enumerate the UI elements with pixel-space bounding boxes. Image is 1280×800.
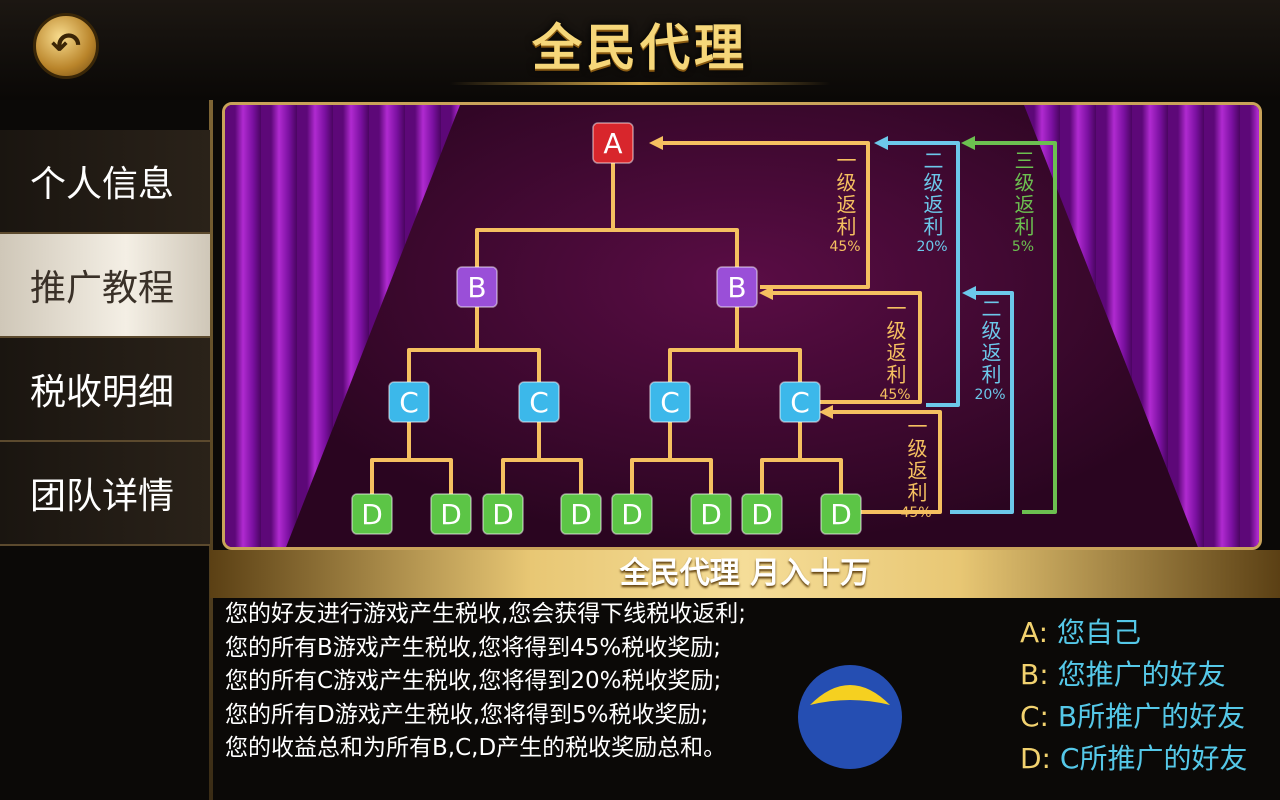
arrowhead-icon (962, 286, 976, 300)
header: ↶ 全民代理 (0, 0, 1280, 100)
node-c-label: C (790, 386, 810, 419)
node-d (351, 493, 393, 535)
divider (209, 100, 213, 800)
legend-item: C: B所推广的好友 (1020, 700, 1246, 733)
back-arrow-icon: ↶ (50, 25, 82, 67)
sidebar-item-label: 推广教程 (30, 268, 175, 309)
node-d (611, 493, 653, 535)
banner: 全民代理 月入十万 (210, 550, 1280, 598)
node-d-label: D (751, 498, 773, 531)
description-line: 您的所有C游戏产生税收,您将得到20%税收奖励; (225, 668, 722, 694)
description-line: 您的好友进行游戏产生税收,您会获得下线税收返利; (225, 601, 747, 627)
node-d-label: D (700, 498, 722, 531)
node-d-label: D (570, 498, 592, 531)
rebate-arrow-line (880, 141, 960, 407)
legend-item: A: 您自己 (1020, 616, 1142, 649)
node-b (456, 266, 498, 308)
sidebar-item-personal-info[interactable]: 个人信息 (0, 130, 210, 234)
node-d (482, 493, 524, 535)
back-button[interactable]: ↶ (33, 13, 99, 79)
node-c (649, 381, 691, 423)
sidebar-item-tax-details[interactable]: 税收明细 (0, 338, 210, 442)
node-a (592, 122, 634, 164)
arrowhead-icon (961, 136, 975, 150)
description-line: 您的收益总和为所有B,C,D产生的税收奖励总和。 (225, 735, 727, 761)
node-c (779, 381, 821, 423)
node-c-label: C (660, 386, 680, 419)
node-a-label: A (603, 127, 622, 160)
node-d-label: D (440, 498, 462, 531)
tree-connector (630, 458, 713, 514)
tree-connector (475, 228, 739, 287)
node-d (430, 493, 472, 535)
sidebar-item-label: 税收明细 (30, 372, 175, 413)
sidebar-item-label: 个人信息 (30, 164, 175, 205)
node-d (741, 493, 783, 535)
tree-connector (407, 348, 541, 402)
rebate-arrow-line (655, 141, 870, 289)
tree-connector (760, 458, 843, 514)
arrowhead-icon (759, 286, 773, 300)
node-d (560, 493, 602, 535)
node-c-label: C (529, 386, 549, 419)
node-d-label: D (361, 498, 383, 531)
title-ornament (450, 82, 830, 85)
description-line: 您的所有D游戏产生税收,您将得到5%税收奖励; (225, 701, 709, 728)
sidebar: 个人信息 推广教程 税收明细 团队详情 (0, 130, 210, 548)
page-title: 全民代理 (532, 19, 748, 77)
rebate-arrow-line (950, 291, 1014, 514)
node-c (388, 381, 430, 423)
node-c-label: C (399, 386, 419, 419)
sidebar-item-label: 团队详情 (30, 476, 175, 517)
tree-connector (668, 348, 802, 402)
node-d-label: D (830, 498, 852, 531)
sidebar-item-team-details[interactable]: 团队详情 (0, 442, 210, 546)
node-b-label: B (467, 271, 486, 304)
node-c (518, 381, 560, 423)
sidebar-item-promotion-tutorial[interactable]: 推广教程 (0, 234, 210, 338)
tree-connector (501, 458, 583, 514)
node-b-label: B (727, 271, 746, 304)
arrowhead-icon (819, 405, 833, 419)
arrowhead-icon (649, 136, 663, 150)
arrowhead-icon (874, 136, 888, 150)
rebate-arrow-line (765, 291, 922, 404)
tree-connector (370, 458, 453, 514)
legend: A: 您自己 B: 您推广的好友 C: B所推广的好友 D: C所推广的好友 (1020, 612, 1247, 780)
description: 您的好友进行游戏产生税收,您会获得下线税收返利; 您的所有B游戏产生税收,您将得… (225, 598, 885, 766)
node-d-label: D (621, 498, 643, 531)
rebate-arrow-line (967, 141, 1057, 514)
legend-item: B: 您推广的好友 (1020, 658, 1226, 691)
node-b (716, 266, 758, 308)
node-d-label: D (492, 498, 514, 531)
rebate-arrow-line (825, 410, 942, 514)
description-line: 您的所有B游戏产生税收,您将得到45%税收奖励; (225, 634, 721, 661)
node-d (690, 493, 732, 535)
legend-item: D: C所推广的好友 (1020, 742, 1248, 775)
node-d (820, 493, 862, 535)
